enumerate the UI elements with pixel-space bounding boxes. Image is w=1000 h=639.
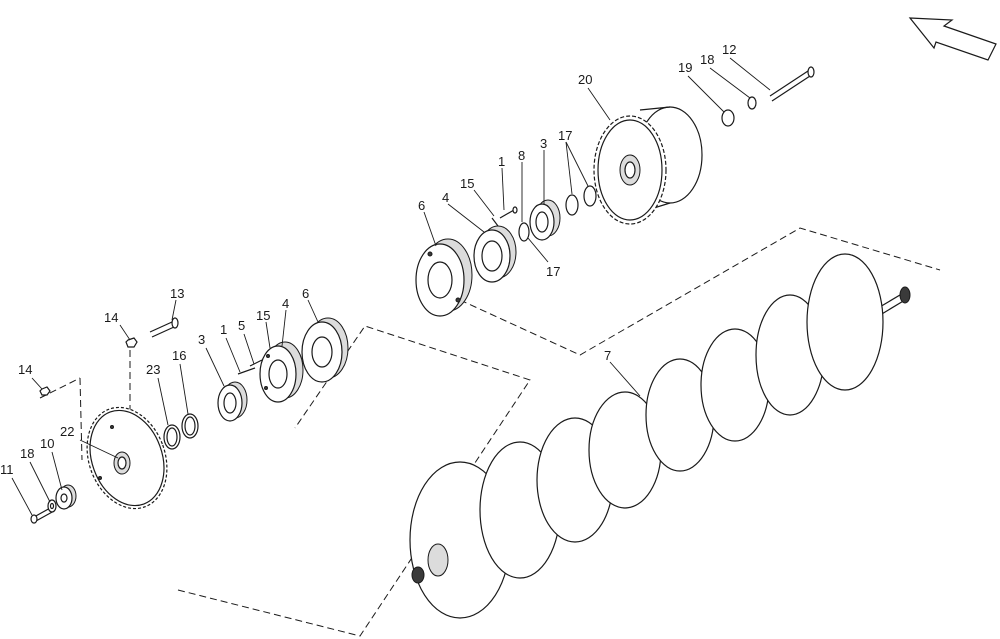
part-6-flange-left [301, 317, 349, 383]
callout-1: 1 [498, 154, 505, 169]
part-12-bolt [769, 66, 815, 102]
callout-3: 3 [198, 332, 205, 347]
leader-lines [11, 57, 771, 516]
callout-8: 8 [518, 148, 525, 163]
part-20-sprocket [593, 106, 703, 225]
callout-22: 22 [60, 424, 74, 439]
callout-14: 14 [18, 362, 32, 377]
part-1-bolt-left [237, 367, 256, 375]
part-14-nut-a [39, 386, 51, 396]
callout-labels: 11 18 10 22 14 14 13 23 16 3 1 5 15 4 6 … [0, 42, 736, 477]
part-13-bolt [149, 317, 179, 338]
callout-6: 6 [302, 286, 309, 301]
part-19-bushing [721, 109, 735, 127]
callout-6: 6 [418, 198, 425, 213]
callout-7: 7 [604, 348, 611, 363]
callout-3: 3 [540, 136, 547, 151]
part-8-ring [518, 222, 530, 242]
part-23-ring [163, 424, 181, 450]
part-18-washer [47, 499, 57, 513]
callout-15: 15 [256, 308, 270, 323]
callout-18: 18 [20, 446, 34, 461]
part-15-grease-nipple [491, 217, 499, 227]
direction-arrow-icon [908, 17, 997, 61]
part-16-ring [181, 413, 199, 439]
callout-10: 10 [40, 436, 54, 451]
part-17-rings [565, 185, 597, 216]
part-3-bearing-right [529, 199, 561, 241]
callout-17: 17 [558, 128, 572, 143]
callout-20: 20 [578, 72, 592, 87]
callout-4: 4 [442, 190, 449, 205]
callout-19: 19 [678, 60, 692, 75]
callout-18: 18 [700, 52, 714, 67]
callout-17: 17 [546, 264, 560, 279]
part-10-spacer [55, 484, 77, 510]
part-11-bolt [30, 506, 55, 524]
callout-13: 13 [170, 286, 184, 301]
callout-12: 12 [722, 42, 736, 57]
callout-14: 14 [104, 310, 118, 325]
part-1-bolt-right [499, 206, 518, 219]
callout-11: 11 [0, 462, 14, 477]
part-7-auger [409, 253, 911, 619]
part-22-sprocket [86, 406, 168, 510]
callout-15: 15 [460, 176, 474, 191]
callout-4: 4 [282, 296, 289, 311]
callout-1: 1 [220, 322, 227, 337]
part-5-pin [249, 359, 263, 367]
part-4-housing-right [473, 225, 517, 283]
part-18-washer-right [747, 96, 757, 110]
part-4-housing-left [259, 341, 304, 403]
callout-23: 23 [146, 362, 160, 377]
callout-5: 5 [238, 318, 245, 333]
part-3-bearing-left [217, 381, 248, 422]
part-14-nut-b [125, 337, 138, 348]
callout-16: 16 [172, 348, 186, 363]
part-6-flange-right [415, 238, 473, 317]
